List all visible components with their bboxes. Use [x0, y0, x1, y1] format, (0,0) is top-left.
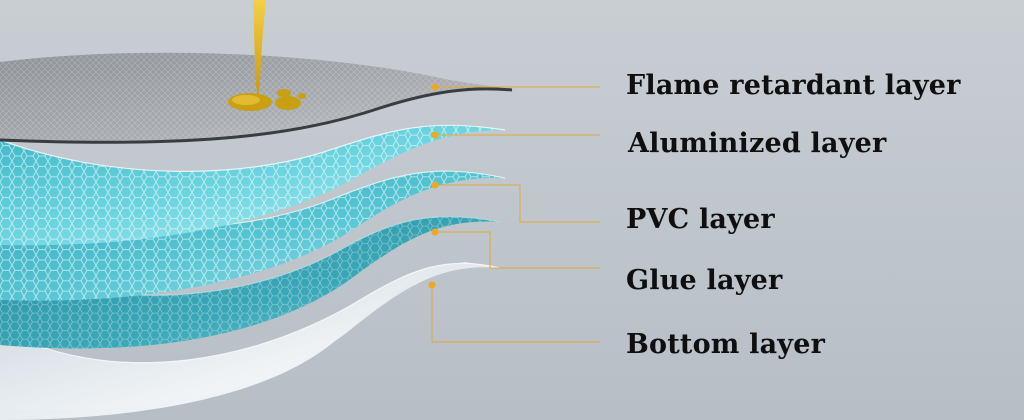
label-glue-layer: Glue layer — [626, 265, 783, 296]
aluminized-layer-sheet — [0, 124, 506, 246]
leader-lines — [431, 86, 600, 343]
marker-dot-glue — [431, 228, 439, 236]
label-aluminized-layer: Aluminized layer — [628, 128, 887, 159]
marker-dots — [428, 83, 439, 289]
bottom-layer-sheet — [0, 262, 501, 420]
label-flame-retardant-layer: Flame retardant layer — [626, 70, 961, 101]
leader-line-bottom — [431, 285, 600, 343]
marker-dot-flame — [431, 83, 439, 91]
marker-dot-bottom — [428, 281, 436, 289]
marker-dot-pvc — [431, 181, 439, 189]
oil-drop-icon — [228, 0, 306, 111]
leader-line-glue — [435, 231, 600, 269]
leader-line-pvc — [435, 184, 600, 223]
label-pvc-layer: PVC layer — [626, 204, 775, 235]
marker-dot-aluminized — [431, 131, 439, 139]
label-bottom-layer: Bottom layer — [626, 329, 825, 360]
